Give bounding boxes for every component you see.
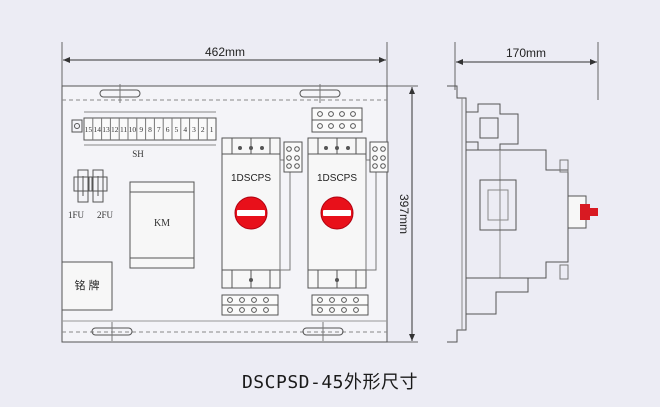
terminal-number: 9 — [139, 125, 143, 134]
switch-side-terminals-left — [283, 141, 303, 173]
terminal-number: 7 — [157, 125, 161, 134]
terminal-number: 6 — [166, 125, 170, 134]
top-terminal-block — [311, 107, 363, 133]
terminal-number: 2 — [201, 125, 205, 134]
height-label: 397mm — [397, 194, 411, 234]
terminal-number: 3 — [192, 125, 196, 134]
drawing-caption: DSCPSD-45外形尺寸 — [241, 372, 419, 393]
switch-handle-left — [234, 196, 268, 230]
terminal-number: 5 — [175, 125, 179, 134]
side-switch-body — [466, 149, 569, 279]
terminal-strip-sh — [83, 117, 217, 141]
terminal-strip-label: SH — [132, 149, 144, 159]
bottom-terminal-block-right — [311, 294, 369, 316]
side-terminal-profile — [466, 103, 519, 151]
side-handle — [567, 195, 598, 229]
terminal-number: 4 — [183, 125, 187, 134]
terminal-number: 10 — [129, 125, 137, 134]
fuse-2fu — [92, 169, 104, 203]
contactor-km — [129, 181, 195, 269]
switch-unit-right — [307, 137, 377, 289]
ground-terminal — [71, 119, 83, 133]
terminal-number: 8 — [148, 125, 152, 134]
side-lower-body — [466, 277, 529, 315]
fuse-1fu — [77, 169, 89, 203]
terminal-number: 12 — [111, 125, 119, 134]
side-mounting-plate — [447, 85, 467, 343]
depth-label: 170mm — [506, 46, 546, 60]
side-view — [447, 42, 599, 343]
width-label: 462mm — [205, 45, 245, 59]
switch-left-label: 1DSCPS — [231, 173, 271, 184]
terminal-number: 13 — [102, 125, 110, 134]
switch-right-label: 1DSCPS — [317, 173, 357, 184]
nameplate — [61, 261, 113, 311]
switch-unit-left — [221, 137, 291, 289]
side-contactor-body — [479, 179, 517, 231]
fuse-left-label: 1FU — [68, 210, 85, 220]
fuse-right-label: 2FU — [97, 210, 114, 220]
switch-handle-right — [320, 196, 354, 230]
contactor-label: KM — [154, 218, 170, 229]
bottom-terminal-block-left — [221, 294, 279, 316]
switch-side-terminals-right — [369, 141, 389, 173]
terminal-number: 11 — [120, 125, 127, 134]
terminal-number: 14 — [93, 125, 101, 134]
terminal-number: 15 — [85, 125, 93, 134]
terminal-number: 1 — [210, 125, 214, 134]
nameplate-label: 铭 牌 — [74, 278, 99, 292]
